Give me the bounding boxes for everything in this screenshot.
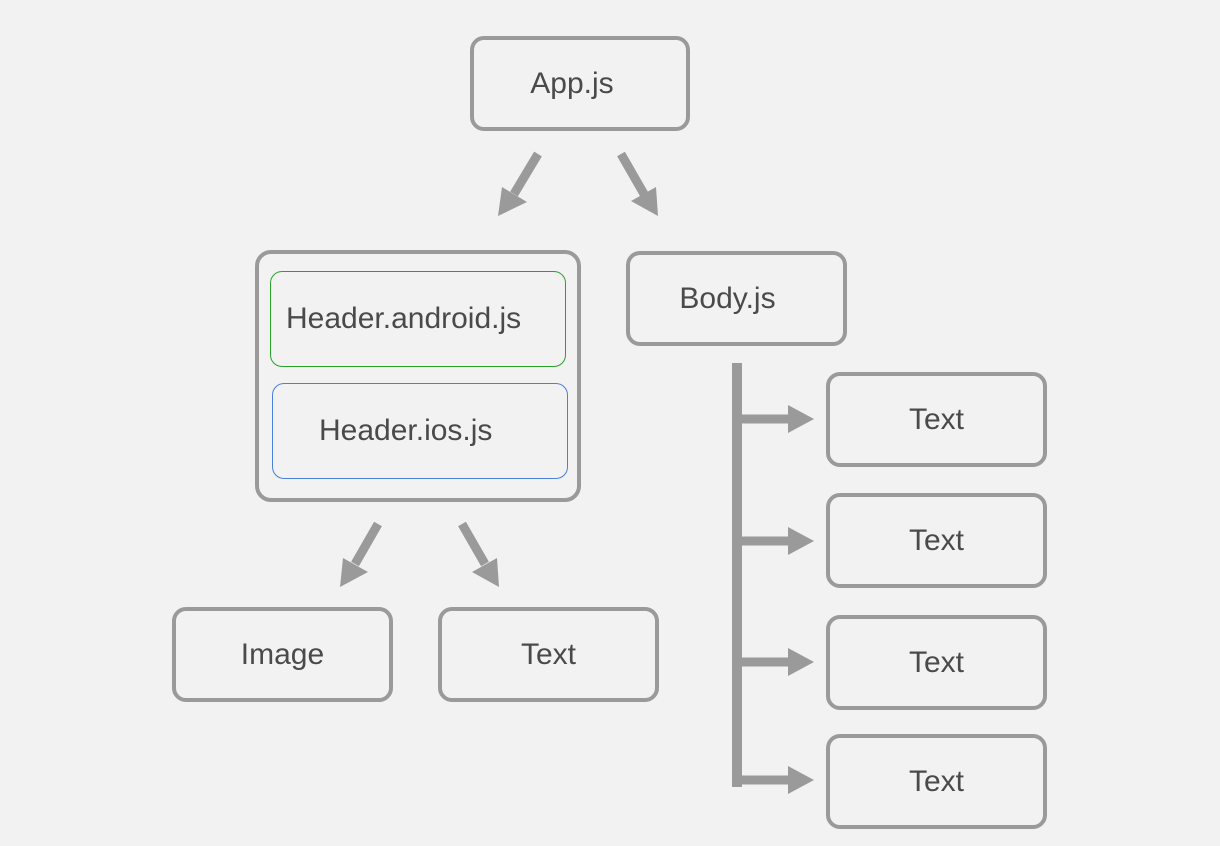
node-body-text-2-label: Text [908,523,965,557]
node-body-text-2: Text [826,493,1047,588]
branch-arrow-1 [737,405,814,433]
arrow-app-to-body [617,151,658,216]
node-body-text-3-label: Text [908,645,965,679]
node-app-js-label: App.js [530,66,614,100]
arrow-header-to-image [340,521,382,587]
node-body-text-4-label: Text [908,764,965,798]
node-body-text-3: Text [826,615,1047,710]
node-header-ios-js-label: Header.ios.js [319,414,493,447]
arrow-header-to-text [458,521,499,587]
node-body-js: Body.js [626,251,847,346]
node-header-android-js: Header.android.js [270,271,566,367]
node-body-text-1: Text [826,372,1047,467]
node-header-image-label: Image [240,637,325,671]
node-header-text-label: Text [520,637,577,671]
node-body-text-1-label: Text [908,402,965,436]
node-header-android-js-label: Header.android.js [286,302,522,335]
node-body-js-label: Body.js [679,281,776,315]
node-app-js: App.js [470,36,690,131]
arrow-app-to-header [498,151,542,216]
node-header-image: Image [172,607,393,702]
branch-arrow-2 [737,527,814,555]
node-header-text: Text [438,607,659,702]
branch-arrow-4 [737,766,814,794]
branch-arrow-3 [737,648,814,676]
node-header-ios-js: Header.ios.js [272,383,568,479]
header-platform-group [255,250,581,502]
node-body-text-4: Text [826,734,1047,829]
